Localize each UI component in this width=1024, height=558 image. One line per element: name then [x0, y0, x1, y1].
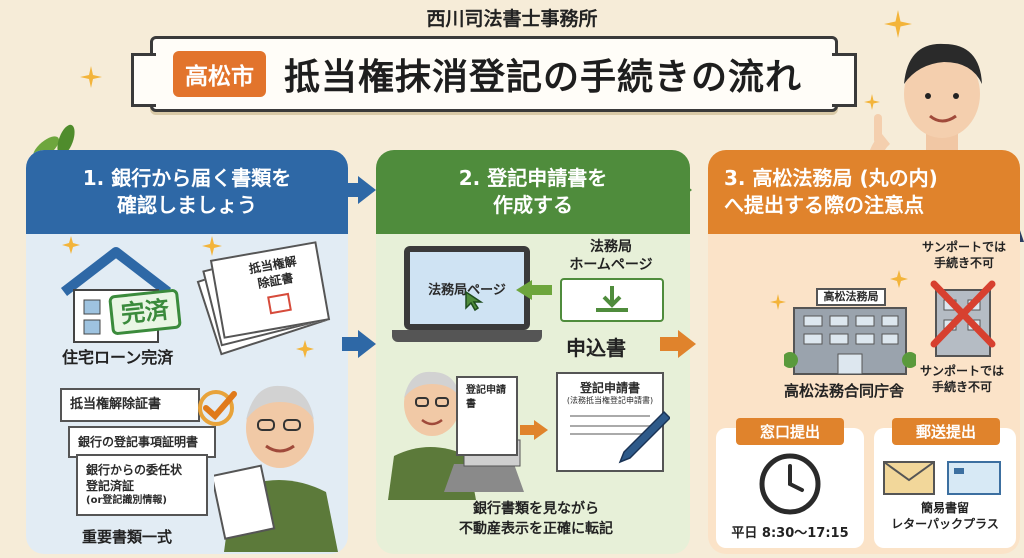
doc-c-line3: (or登記識別情報) — [86, 495, 167, 507]
seal-icon — [267, 293, 292, 315]
city-tag: 高松市 — [173, 51, 266, 97]
step3-title-line1: 3. 高松法務局 (丸の内) — [724, 166, 938, 190]
important-docs-label: 重要書類一式 — [82, 528, 173, 546]
hp-label: 法務局 ホームページ — [556, 238, 666, 274]
hp-line2: ホームページ — [569, 257, 653, 274]
caption-line1: 銀行書類を見ながら — [473, 501, 599, 517]
step1-title-line1: 1. 銀行から届く書類を — [82, 166, 292, 190]
sparkle-icon — [80, 66, 102, 88]
mail-icons — [883, 461, 1001, 495]
sparkle-icon — [62, 236, 80, 254]
building-sign: 高松法務局 — [816, 288, 886, 306]
big-paper-title: 登記申請書 — [579, 381, 640, 395]
step2-title-line2: 作成する — [493, 193, 573, 217]
step2-title-line1: 2. 登記申請書を — [458, 166, 608, 190]
download-icon — [596, 286, 628, 312]
building-icon — [784, 307, 916, 375]
note-top-line2: 手続き不可 — [934, 255, 995, 270]
loan-complete-label: 住宅ローン完済 — [62, 348, 174, 367]
doc-c-line1: 銀行からの委任状 — [86, 463, 183, 477]
document-stack-label: 抵当権解除証書 — [247, 254, 298, 292]
arrow-paper-to-form — [520, 420, 548, 440]
letterpack-icon — [947, 461, 1001, 495]
note-bottom-line2: 手続き不可 — [932, 379, 993, 394]
check-icon — [198, 390, 237, 426]
mail-line1: 簡易書留 — [920, 501, 969, 515]
arrow-step2-step3 — [658, 176, 692, 204]
note-top: サンポートでは 手続き不可 — [922, 240, 1006, 271]
arrow-step1-step2 — [342, 176, 376, 204]
step1-header: 1. 銀行から届く書類を 確認しましょう — [26, 150, 348, 234]
window-hours: 平日 8:30〜17:15 — [731, 526, 849, 541]
doc-mortgage-release: 抵当権解除証書 — [60, 388, 200, 422]
note-bottom-line1: サンポートでは — [920, 364, 1005, 378]
step2-header: 2. 登記申請書を 作成する — [376, 150, 690, 234]
sparkle-icon — [890, 270, 908, 288]
doc-c-line2: 登記済証 — [86, 479, 135, 494]
laptop-base — [392, 330, 542, 342]
arrow-hp-to-laptop — [516, 280, 552, 300]
clock-icon — [759, 453, 821, 515]
sparkle-icon — [296, 340, 314, 358]
note-top-line1: サンポートでは — [922, 240, 1007, 254]
hp-line1: 法務局 — [590, 239, 632, 255]
office-name: 西川司法書士事務所 — [426, 8, 598, 30]
sparkle-icon — [884, 10, 912, 38]
step3-title-line2: へ提出する際の注意点 — [724, 193, 924, 217]
caption-line2: 不動産表示を正確に転記 — [459, 520, 613, 537]
sparkle-icon — [864, 94, 880, 110]
page-title: 抵当権抹消登記の手続きの流れ — [284, 57, 803, 98]
step3-header: 3. 高松法務局 (丸の内) へ提出する際の注意点 — [708, 150, 1020, 234]
mail-submission-head: 郵送提出 — [892, 418, 1000, 445]
small-application-paper: 登記申請書 — [456, 376, 518, 456]
paid-stamp: 完済 — [108, 288, 182, 336]
envelope-icon — [883, 461, 935, 495]
laptop-icon: 法務局ページ — [404, 246, 530, 330]
elderly-man-laptop-illustration — [388, 371, 524, 500]
mail-methods: 簡易書留 レターパックプラス — [874, 500, 1016, 532]
doc-power-of-attorney: 銀行からの委任状 登記済証 (or登記識別情報) — [76, 454, 208, 516]
step1-title-line2: 確認しましょう — [117, 193, 257, 217]
mail-line2: レターパックプラス — [891, 517, 999, 532]
building-label: 高松法務合同庁舎 — [784, 382, 905, 400]
pen-icon — [618, 410, 670, 464]
sparkle-icon — [202, 236, 222, 256]
sparkle-icon — [770, 294, 786, 310]
arrow-step1-step2-lower — [342, 330, 376, 358]
note-bottom: サンポートでは 手続き不可 — [920, 364, 1004, 395]
title-banner: 高松市 抵当権抹消登記の手続きの流れ — [131, 36, 857, 112]
cursor-icon — [465, 290, 484, 312]
application-form-label: 申込書 — [566, 336, 626, 360]
crossed-building-icon — [930, 280, 996, 357]
window-submission-head: 窓口提出 — [736, 418, 844, 445]
elderly-man-illustration — [214, 385, 338, 552]
small-paper-title: 登記申請書 — [466, 385, 506, 410]
arrow-step2-step3-lower — [660, 330, 696, 358]
big-paper-subtitle: (法務抵当権登記申請書) — [566, 396, 654, 406]
laptop-screen-text: 法務局ページ — [410, 252, 524, 324]
big-application-paper: 登記申請書 (法務抵当権登記申請書) — [556, 372, 664, 472]
step2-caption: 銀行書類を見ながら 不動産表示を正確に転記 — [416, 500, 656, 539]
download-box — [560, 278, 664, 322]
